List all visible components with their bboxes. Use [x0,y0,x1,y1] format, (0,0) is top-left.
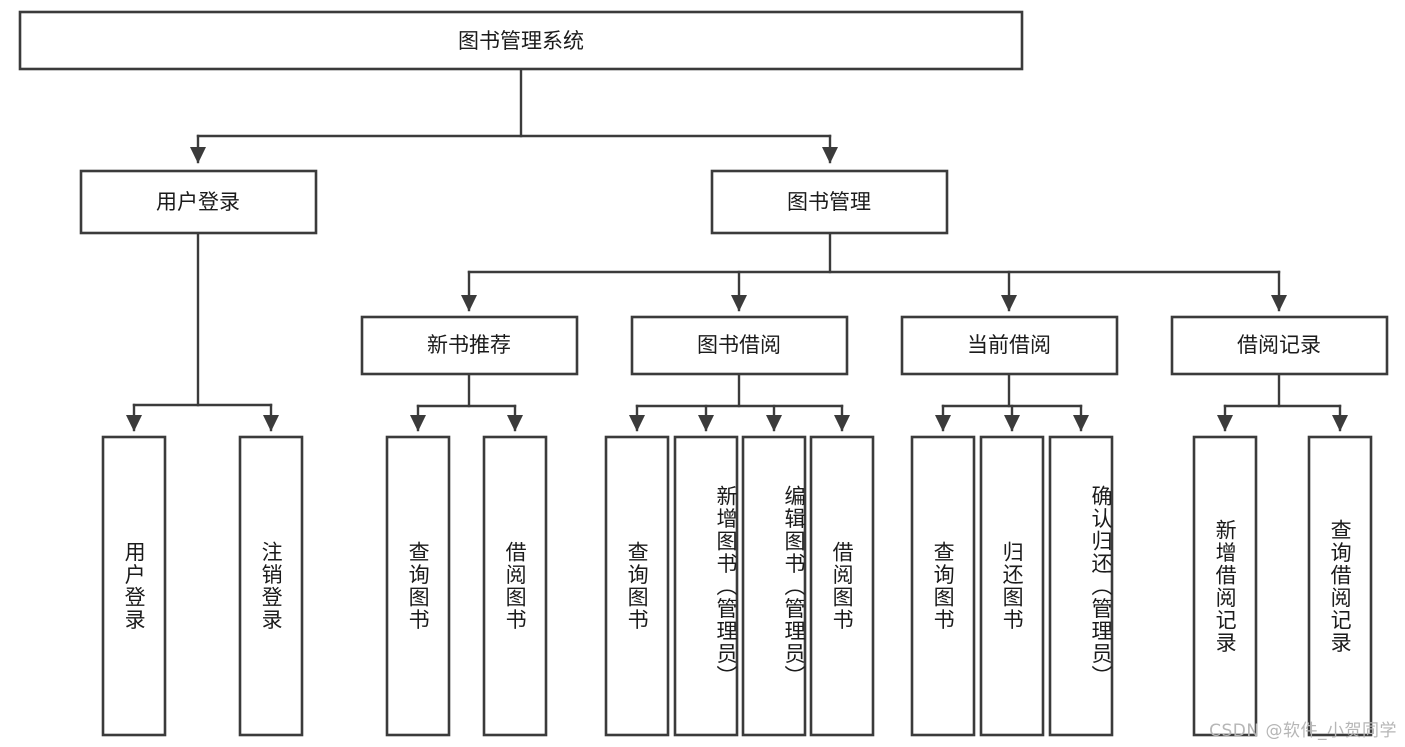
node-book-manage[interactable]: 图书管理 [710,169,949,235]
connector-group-book-borrow [628,372,851,432]
connector-group-new-book [409,372,524,432]
connector-group-user-login [125,231,280,432]
node-borrow-record-box[interactable] [1170,315,1389,376]
connector-group-current-borrow [934,372,1090,432]
leaf-box-user-login-1[interactable] [101,435,167,737]
node-root-label: 图书管理系统 [458,29,584,53]
leaf-box-book-borrow-1[interactable] [604,435,670,737]
node-user-login[interactable]: 用户登录 [79,169,318,235]
leaf-box-current-borrow-3[interactable] [1048,435,1114,737]
node-current-borrow-label: 当前借阅 [967,333,1051,357]
node-book-manage-label: 图书管理 [787,190,871,214]
connector-group-borrow-record [1216,372,1349,432]
node-new-book-recommend-label: 新书推荐 [427,333,511,357]
leaf-box-book-borrow-4[interactable] [809,435,875,737]
leaf-box-new-book-2[interactable] [482,435,548,737]
leaf-box-new-book-1[interactable] [385,435,451,737]
node-book-borrow-label: 图书借阅 [697,333,781,357]
node-root[interactable]: 图书管理系统 [18,10,1024,71]
connector-group-root [189,67,839,164]
leaf-box-book-borrow-2[interactable] [673,435,739,737]
connector-group-book-manage [460,231,1288,312]
node-book-borrow[interactable]: 图书借阅 [630,315,849,376]
node-current-borrow-box[interactable] [900,315,1119,376]
leaf-box-current-borrow-1[interactable] [910,435,976,737]
leaf-box-user-login-2[interactable] [238,435,304,737]
node-user-login-box[interactable] [79,169,318,235]
leaf-box-borrow-record-2[interactable] [1307,435,1373,737]
node-borrow-record[interactable]: 借阅记录 [1170,315,1389,376]
leaf-box-current-borrow-2[interactable] [979,435,1045,737]
node-book-manage-box[interactable] [710,169,949,235]
node-book-borrow-box[interactable] [630,315,849,376]
node-current-borrow[interactable]: 当前借阅 [900,315,1119,376]
csdn-watermark: CSDN @软件_小贺同学 [1209,721,1397,741]
node-root-box[interactable] [18,10,1024,71]
leaf-boxes [101,435,1373,737]
node-new-book-recommend-box[interactable] [360,315,579,376]
node-borrow-record-label: 借阅记录 [1237,333,1321,357]
leaf-box-borrow-record-1[interactable] [1192,435,1258,737]
node-new-book-recommend[interactable]: 新书推荐 [360,315,579,376]
leaf-box-book-borrow-3[interactable] [741,435,807,737]
node-user-login-label: 用户登录 [156,190,240,214]
